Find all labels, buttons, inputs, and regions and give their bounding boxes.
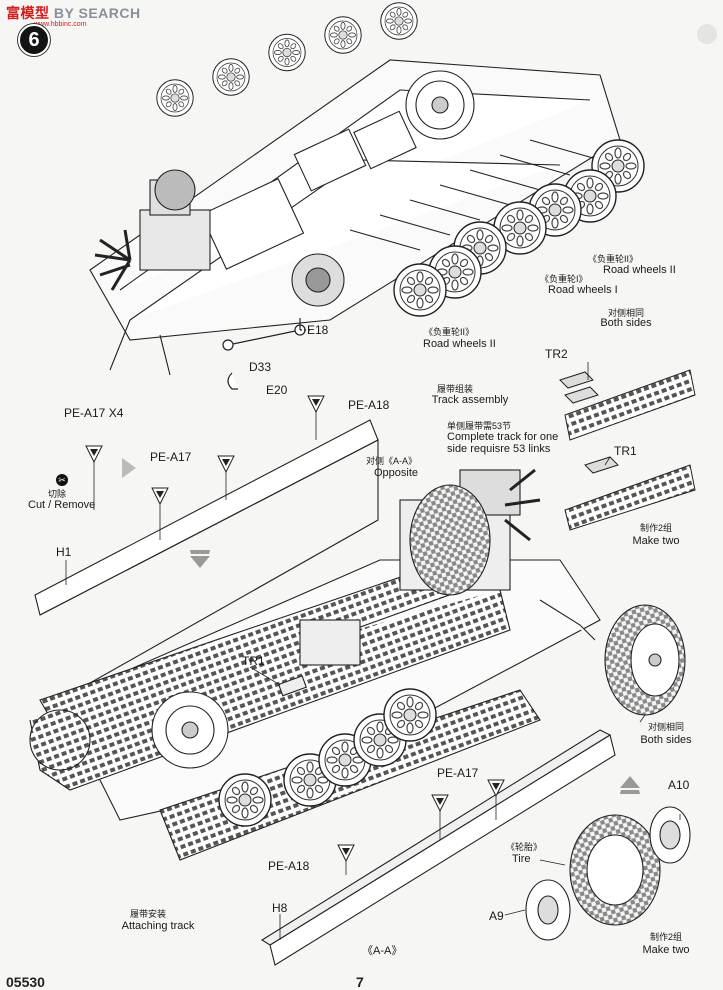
track-assembly-en: Track assembly [431,394,509,406]
part-h8: H8 [272,901,288,915]
kit-number: 05530 [6,974,45,990]
opposite-en: Opposite [374,467,419,479]
part-pe-a18-top: PE-A18 [348,398,390,412]
part-h1: H1 [56,545,72,559]
part-tr2: TR2 [545,347,568,361]
step-number-badge: 6 [18,24,50,56]
both-sides-top-en: Both sides [600,317,652,329]
attaching-track-en: Attaching track [121,920,195,932]
part-e18: E18 [307,323,329,337]
part-pe-a17-x4: PE-A17 X4 [64,406,124,420]
track-make-two-en: Make two [632,535,680,547]
part-pe-a17-low: PE-A17 [437,766,479,780]
part-pe-a18-low: PE-A18 [268,859,310,873]
watermark-site-mark: 富 [6,5,21,21]
watermark-url: www.hbbinc.com [34,21,87,28]
part-tr1-inner: TR1 [242,654,265,668]
track-make-two-cn: 制作2组 [639,523,672,533]
track-links-en-1: Complete track for one [447,431,559,443]
track-assembly-cn: 履带组装 [436,384,473,394]
part-d33: D33 [249,360,272,374]
bottom-make-two-cn: 制作2组 [649,932,682,942]
part-pe-a17-mid: PE-A17 [150,450,192,464]
part-a10: A10 [668,778,690,792]
watermark-suffix: BY SEARCH [53,5,141,21]
cut-remove-cn: 切除 [48,489,67,499]
opposite-cn: 对侧《A-A》 [366,456,418,466]
road-wheels-ii-bottom-cn: 《负重轮II》 [424,327,475,337]
section-aa: 《A-A》 [362,945,403,957]
part-tr1-track: TR1 [614,444,637,458]
watermark: 富模型 BY SEARCH [6,3,141,23]
track-links-cn: 单侧履带需53节 [447,421,512,431]
road-wheels-i-cn: 《负重轮I》 [540,274,588,284]
road-wheels-ii-top-cn: 《负重轮II》 [588,254,639,264]
both-sides-top-cn: 对侧相同 [607,308,644,318]
attaching-track-cn: 履带安装 [129,909,166,919]
watermark-brand: 模型 [20,5,50,21]
cut-icon: ✂ [56,474,68,486]
part-a9: A9 [489,909,504,923]
page-number: 7 [356,974,364,990]
road-wheels-ii-bottom-en: Road wheels II [423,338,496,350]
tire-cn: 《轮胎》 [506,842,543,852]
both-sides-bottom-en: Both sides [640,734,692,746]
track-links-en-2: side requisre 53 links [447,443,551,455]
camera-icon [697,24,717,44]
cut-remove-en: Cut / Remove [28,499,96,511]
part-e20: E20 [266,383,288,397]
both-sides-bottom-cn: 对侧相同 [647,722,684,732]
road-wheels-ii-top-en: Road wheels II [603,264,676,276]
road-wheels-i-en: Road wheels I [548,284,618,296]
bottom-make-two-en: Make two [642,944,690,956]
tire-en: Tire [512,853,531,865]
